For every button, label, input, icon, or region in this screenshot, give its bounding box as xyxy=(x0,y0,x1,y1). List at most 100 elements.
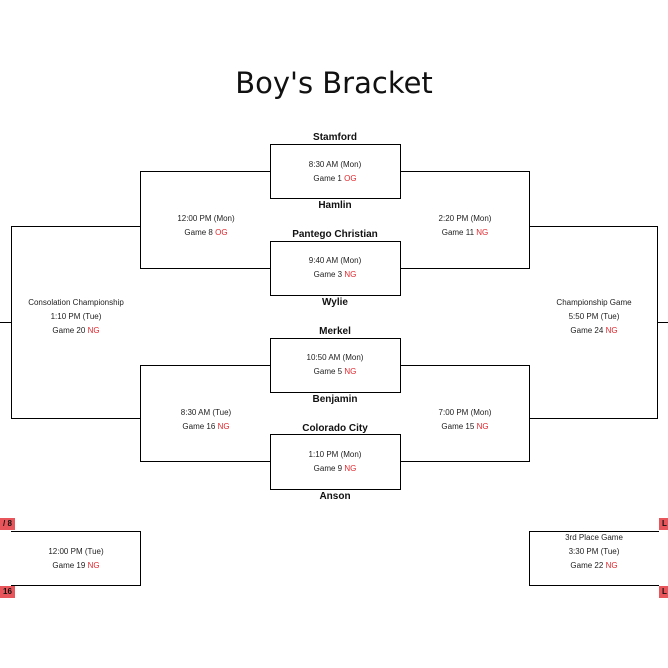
g24-out-line xyxy=(658,322,668,323)
game-1-status: OG xyxy=(344,174,357,183)
game-1-time: 8:30 AM (Mon) xyxy=(308,160,362,169)
game-22-status: NG xyxy=(605,561,618,570)
game-9-info: 1:10 PM (Mon) Game 9 NG xyxy=(255,448,415,476)
g9-bottom-line xyxy=(270,489,401,490)
g22-bottom-line xyxy=(529,585,659,586)
game-20-line: Game 20 NG xyxy=(0,324,156,338)
game-20-info: Consolation Championship 1:10 PM (Tue) G… xyxy=(0,296,156,338)
game-11-status: NG xyxy=(476,228,489,237)
team-pantego-christian: Pantego Christian xyxy=(292,229,378,240)
game-9-line: Game 9 NG xyxy=(255,462,415,476)
g24-bottom-line xyxy=(529,418,658,419)
game-9-time: 1:10 PM (Mon) xyxy=(308,450,362,459)
g11-right-line xyxy=(529,171,530,269)
game-1-info: 8:30 AM (Mon) Game 1 OG xyxy=(255,158,415,186)
g9-top-line xyxy=(270,434,401,435)
g22-top-line xyxy=(529,531,659,532)
right-bottom-tag: L xyxy=(659,586,668,598)
page-title: Boy's Bracket xyxy=(235,66,433,100)
g15-right-line xyxy=(529,365,530,462)
game-5-status: NG xyxy=(344,367,357,376)
g22-left-line xyxy=(529,531,530,586)
game-11-info: 2:20 PM (Mon) Game 11 NG xyxy=(385,212,545,240)
game-1-label: Game 1 xyxy=(313,174,342,183)
game-24-label: Game 24 xyxy=(570,326,604,335)
team-colorado-city: Colorado City xyxy=(302,423,368,434)
g15-top-line xyxy=(400,365,530,366)
g19-top-line xyxy=(11,531,141,532)
game-15-line: Game 15 NG xyxy=(385,420,545,434)
game-16-label: Game 16 xyxy=(182,422,216,431)
game-1-line: Game 1 OG xyxy=(255,172,415,186)
g16-top-line xyxy=(140,365,271,366)
game-19-line: Game 19 NG xyxy=(0,559,156,573)
game-22-time: 3:30 PM (Tue) xyxy=(568,547,620,556)
game-20-label-text: Consolation Championship xyxy=(28,298,124,307)
game-3-time: 9:40 AM (Mon) xyxy=(308,256,362,265)
g8-top-line xyxy=(140,171,271,172)
g16-left-line xyxy=(140,365,141,462)
game-5-label: Game 5 xyxy=(313,367,343,376)
game-22-info: 3rd Place Game 3:30 PM (Tue) Game 22 NG xyxy=(514,531,668,573)
game-16-info: 8:30 AM (Tue) Game 16 NG xyxy=(126,406,286,434)
game-8-line: Game 8 OG xyxy=(126,226,286,240)
g24-top-line xyxy=(529,226,658,227)
g20-left-line xyxy=(11,226,12,419)
game-20-status: NG xyxy=(87,326,100,335)
game-15-time: 7:00 PM (Mon) xyxy=(438,408,492,417)
game-22-label-text: 3rd Place Game xyxy=(565,533,623,542)
team-wylie: Wylie xyxy=(322,297,348,308)
game-24-status: NG xyxy=(605,326,618,335)
g3-bottom-line xyxy=(270,295,401,296)
g8-bottom-line xyxy=(140,268,271,269)
g11-top-line xyxy=(400,171,530,172)
g19-bottom-line xyxy=(11,585,141,586)
game-24-info: Championship Game 5:50 PM (Tue) Game 24 … xyxy=(514,296,668,338)
game-16-line: Game 16 NG xyxy=(126,420,286,434)
game-3-line: Game 3 NG xyxy=(255,268,415,282)
game-19-info: 12:00 PM (Tue) Game 19 NG xyxy=(0,545,156,573)
right-top-tag: L xyxy=(659,518,668,530)
game-19-status: NG xyxy=(87,561,100,570)
game-8-label: Game 8 xyxy=(184,228,213,237)
game-3-label: Game 3 xyxy=(313,270,343,279)
game-3-status: NG xyxy=(344,270,357,279)
left-bottom-tag: 16 xyxy=(0,586,15,598)
game-3-info: 9:40 AM (Mon) Game 3 NG xyxy=(255,254,415,282)
game-5-line: Game 5 NG xyxy=(255,365,415,379)
g3-top-line xyxy=(270,241,401,242)
g20-top-line xyxy=(11,226,141,227)
game-9-status: NG xyxy=(344,464,357,473)
g9-right-line xyxy=(400,434,401,490)
g5-top-line xyxy=(270,338,401,339)
game-22-line: Game 22 NG xyxy=(514,559,668,573)
game-8-status: OG xyxy=(215,228,228,237)
game-5-info: 10:50 AM (Mon) Game 5 NG xyxy=(255,351,415,379)
g24-right-line xyxy=(657,226,658,419)
game-15-info: 7:00 PM (Mon) Game 15 NG xyxy=(385,406,545,434)
team-stamford: Stamford xyxy=(313,132,357,143)
team-merkel: Merkel xyxy=(319,326,351,337)
g15-bottom-line xyxy=(400,461,530,462)
game-24-label-text: Championship Game xyxy=(556,298,632,307)
game-5-time: 10:50 AM (Mon) xyxy=(306,353,364,362)
g16-bottom-line xyxy=(140,461,271,462)
g20-bottom-line xyxy=(11,418,141,419)
g19-right-line xyxy=(140,531,141,586)
g8-left-line xyxy=(140,171,141,269)
game-16-status: NG xyxy=(217,422,230,431)
game-24-line: Game 24 NG xyxy=(514,324,668,338)
team-hamlin: Hamlin xyxy=(318,200,352,211)
game-11-label: Game 11 xyxy=(441,228,475,237)
g9-left-line xyxy=(270,434,271,490)
g11-bottom-line xyxy=(400,268,530,269)
game-16-time: 8:30 AM (Tue) xyxy=(180,408,232,417)
game-22-label: Game 22 xyxy=(570,561,604,570)
team-benjamin: Benjamin xyxy=(312,394,358,405)
game-24-time: 5:50 PM (Tue) xyxy=(568,312,620,321)
team-anson: Anson xyxy=(319,491,351,502)
game-20-label: Game 20 xyxy=(52,326,86,335)
g5-bottom-line xyxy=(270,392,401,393)
left-top-tag: / 8 xyxy=(0,518,15,530)
